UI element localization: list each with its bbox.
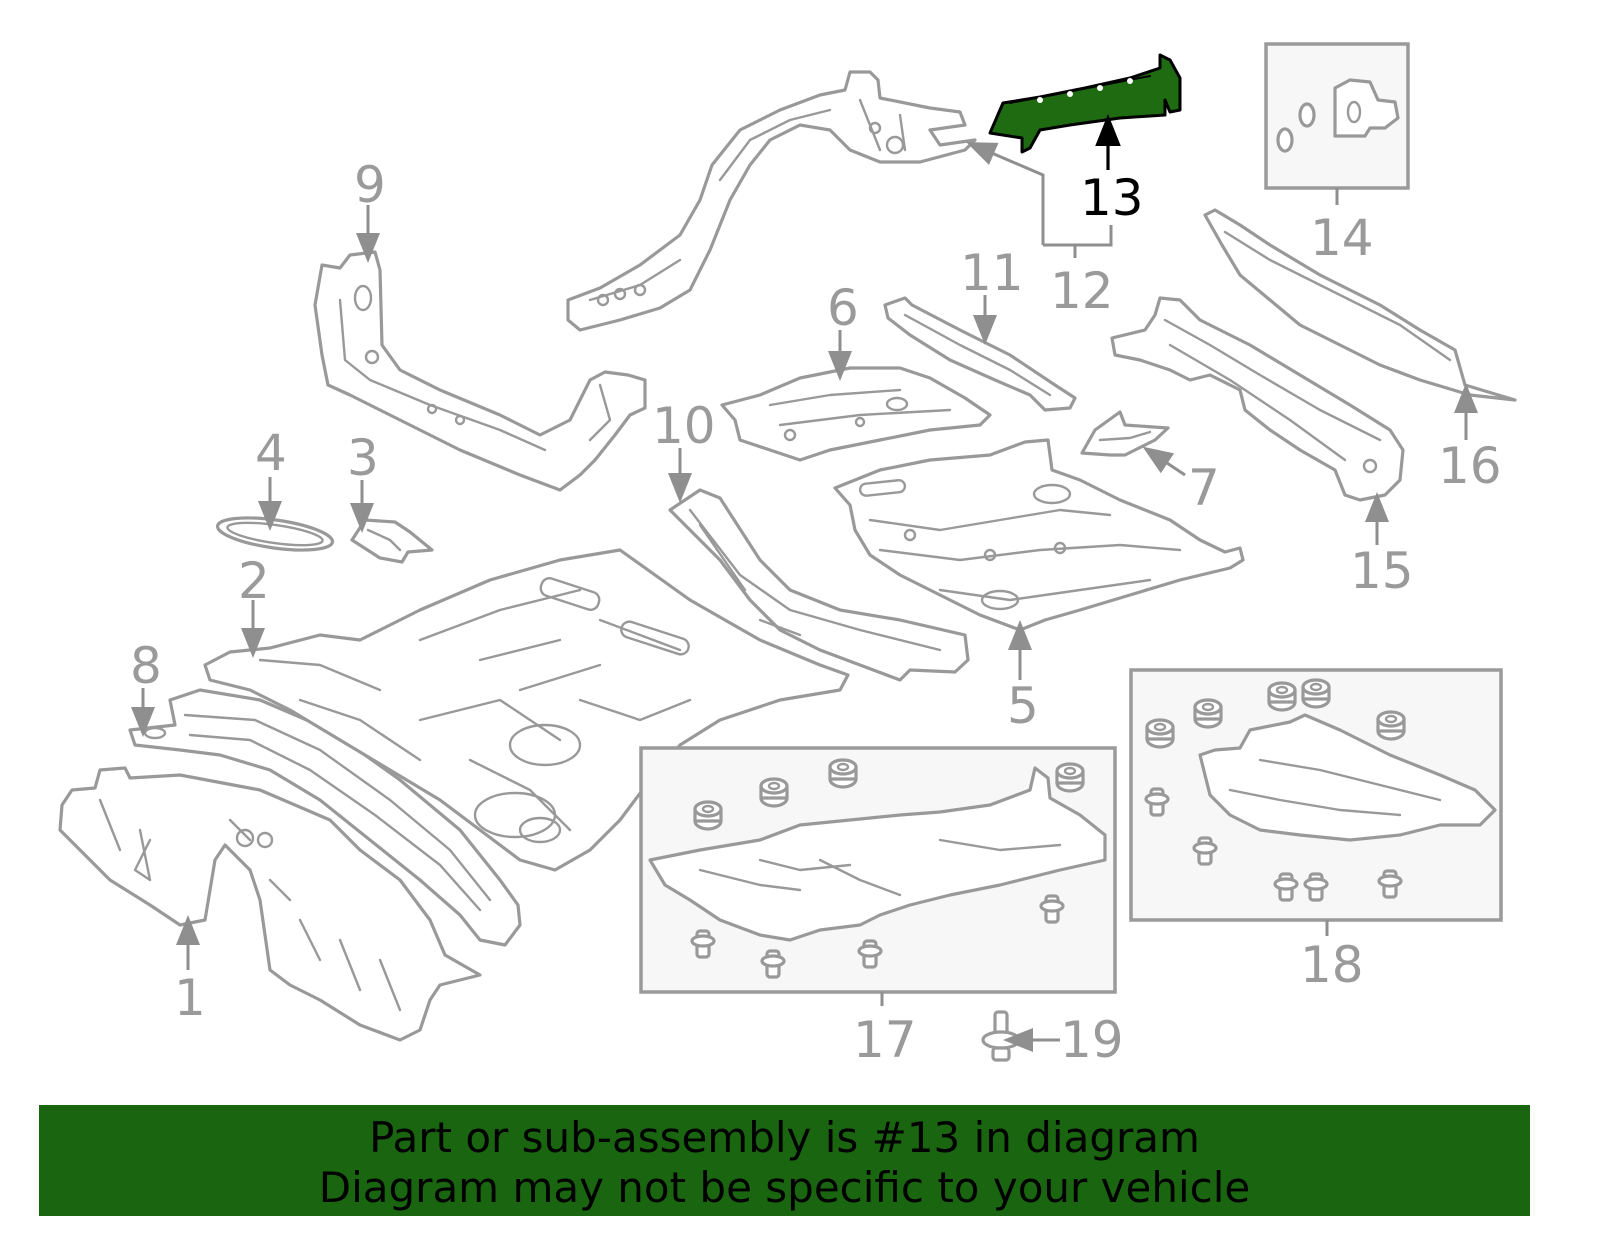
part-7-bracket [1080, 410, 1170, 457]
nut-clip [759, 777, 789, 795]
nut-clip [836, 762, 850, 772]
nut-clip [828, 758, 858, 776]
bolt-clip [1273, 877, 1299, 891]
nut-clip [1153, 722, 1167, 732]
part-5-floor-panel [833, 438, 1245, 632]
callout-7: 7 [1188, 459, 1220, 517]
callout-2: 2 [238, 552, 270, 610]
bolt-clip [1303, 877, 1329, 891]
part-11-rail [883, 296, 1077, 412]
bolt-clip [857, 944, 883, 958]
bolt-clip [1377, 874, 1403, 888]
callout-9: 9 [354, 156, 386, 214]
callout-4: 4 [255, 424, 287, 482]
part-2-rear-floor-pan [203, 548, 850, 872]
bolt-clip [1144, 792, 1170, 806]
part-3-bracket [350, 518, 434, 564]
bolt-clip [690, 934, 716, 948]
part-4-gasket [215, 516, 335, 552]
callout-10: 10 [652, 397, 716, 455]
part-12-wheelhouse-arch [566, 70, 977, 332]
callout-13: 13 [1080, 169, 1144, 227]
banner-line-2: Diagram may not be specific to your vehi… [318, 1163, 1251, 1212]
callout-18: 18 [1300, 936, 1364, 994]
callout-17: 17 [853, 1011, 917, 1069]
part-13-highlighted [988, 53, 1182, 154]
callout-8: 8 [130, 637, 162, 695]
nut-clip [1275, 685, 1289, 695]
part-17-box [639, 746, 1117, 994]
bolt-clip [1039, 899, 1065, 913]
callout-5: 5 [1007, 677, 1039, 735]
part-19-clip [981, 1010, 1021, 1062]
nut-clip [693, 800, 723, 818]
nut-clip [1055, 762, 1085, 780]
part-6-panel [720, 366, 992, 462]
callout-14: 14 [1310, 209, 1374, 267]
callout-lines [131, 114, 1478, 1052]
callout-15: 15 [1350, 542, 1414, 600]
banner-line-1: Part or sub-assembly is #13 in diagram [369, 1113, 1200, 1162]
nut-clip [1301, 678, 1331, 696]
part-16-back-rail [1203, 208, 1517, 402]
nut-clip [1201, 702, 1215, 712]
nut-clip [1376, 710, 1406, 728]
notice-banner: Part or sub-assembly is #13 in diagram D… [39, 1105, 1530, 1216]
callout-16: 16 [1438, 437, 1502, 495]
callout-6: 6 [827, 279, 859, 337]
part-14-box [1264, 42, 1410, 190]
nut-clip [767, 781, 781, 791]
nut-clip [1145, 718, 1175, 736]
nut-clip [701, 804, 715, 814]
nut-clip [1193, 698, 1223, 716]
part-1-wheelhouse-panel [58, 766, 482, 1042]
bolt-clip [760, 954, 786, 968]
part-9-rear-body-panel [313, 250, 647, 492]
fastener-clips [690, 678, 1406, 979]
bolt-clip [1192, 841, 1218, 855]
callout-11: 11 [960, 244, 1024, 302]
callout-numbers: 1 2 3 4 5 6 7 8 9 10 11 12 13 14 15 16 1… [130, 156, 1502, 1069]
callout-1: 1 [174, 969, 206, 1027]
callout-19: 19 [1060, 1011, 1124, 1069]
callout-12: 12 [1050, 262, 1114, 320]
part-10-crossmember [668, 488, 970, 682]
callout-3: 3 [347, 429, 379, 487]
nut-clip [1384, 714, 1398, 724]
nut-clip [1267, 681, 1297, 699]
nut-clip [1063, 766, 1077, 776]
nut-clip [1309, 682, 1323, 692]
